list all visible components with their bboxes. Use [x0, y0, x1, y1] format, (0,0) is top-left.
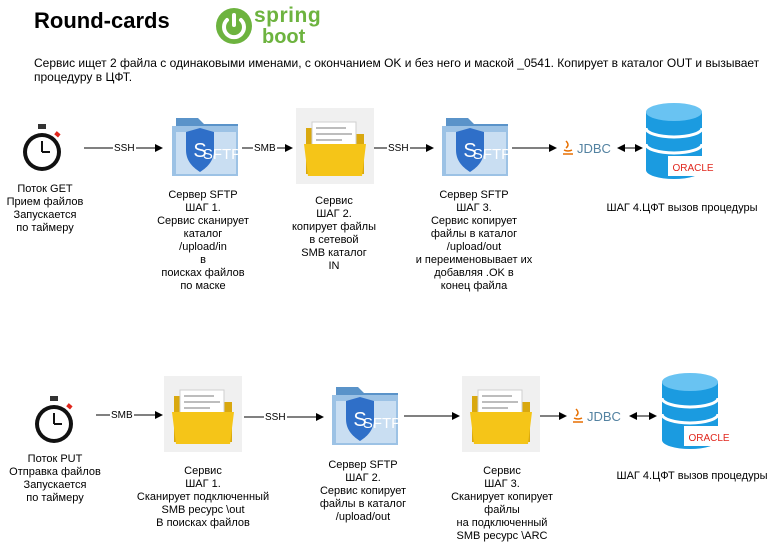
- get-edge-label-1: SSH: [113, 143, 136, 154]
- folder-icon: [164, 376, 242, 452]
- spring-logo-text: spring: [254, 4, 322, 27]
- svg-text:S: S: [463, 140, 476, 162]
- page-title: Round-cards: [34, 8, 170, 33]
- put-edge-label-2: SSH: [264, 412, 287, 423]
- svg-text:JDBC: JDBC: [577, 141, 611, 156]
- jdbc-java-icon: JDBC: [559, 138, 619, 158]
- svg-text:ORACLE: ORACLE: [672, 163, 713, 174]
- sftp-server-icon: S SFTP: [166, 114, 242, 180]
- oracle-database-icon: ORACLE: [656, 372, 736, 456]
- svg-text:SFTP: SFTP: [203, 146, 241, 163]
- sftp-server-icon: S SFTP: [436, 114, 512, 180]
- put-step3-label: Сервис ШАГ 3. Сканирует копирует файлы н…: [451, 465, 553, 542]
- get-timer-label: Поток GET Прием файлов Запускается по та…: [6, 183, 84, 234]
- svg-text:SFTP: SFTP: [473, 146, 511, 163]
- oracle-database-icon: ORACLE: [640, 102, 720, 186]
- svg-text:SFTP: SFTP: [363, 415, 401, 432]
- description: Сервис ищет 2 файла с одинаковыми именам…: [34, 56, 760, 84]
- svg-text:JDBC: JDBC: [587, 409, 621, 424]
- get-step3-label: Сервер SFTP ШАГ 3. Сервис копирует файлы…: [415, 189, 533, 292]
- put-timer-label: Поток PUT Отправка файлов Запускается по…: [9, 453, 101, 504]
- jdbc-java-icon: JDBC: [569, 406, 629, 426]
- get-step2-label: Сервис ШАГ 2. копирует файлы в сетевой S…: [291, 195, 376, 272]
- svg-text:S: S: [353, 409, 366, 431]
- spring-logo-sub: boot: [262, 26, 306, 48]
- put-edge-label-1: SMB: [110, 410, 134, 421]
- get-step1-label: Сервер SFTP ШАГ 1. Сервис сканирует ката…: [157, 189, 249, 292]
- stopwatch-icon: [20, 122, 64, 176]
- get-edge-label-3: SSH: [387, 143, 410, 154]
- sftp-server-icon: S SFTP: [326, 383, 402, 449]
- put-step1-label: Сервис ШАГ 1. Сканирует подключенный SMB…: [136, 465, 270, 529]
- get-step4-label: ШАГ 4.ЦФТ вызов процедуры: [606, 202, 758, 214]
- put-step2-label: Сервер SFTP ШАГ 2. Сервис копирует файлы…: [319, 459, 407, 523]
- stopwatch-icon: [32, 394, 76, 448]
- get-edge-label-2: SMB: [253, 143, 277, 154]
- folder-icon: [462, 376, 540, 452]
- svg-text:ORACLE: ORACLE: [688, 433, 729, 444]
- spring-logo-icon: [214, 6, 254, 46]
- folder-icon: [296, 108, 374, 184]
- svg-text:S: S: [193, 140, 206, 162]
- put-step4-label: ШАГ 4.ЦФТ вызов процедуры: [616, 470, 768, 482]
